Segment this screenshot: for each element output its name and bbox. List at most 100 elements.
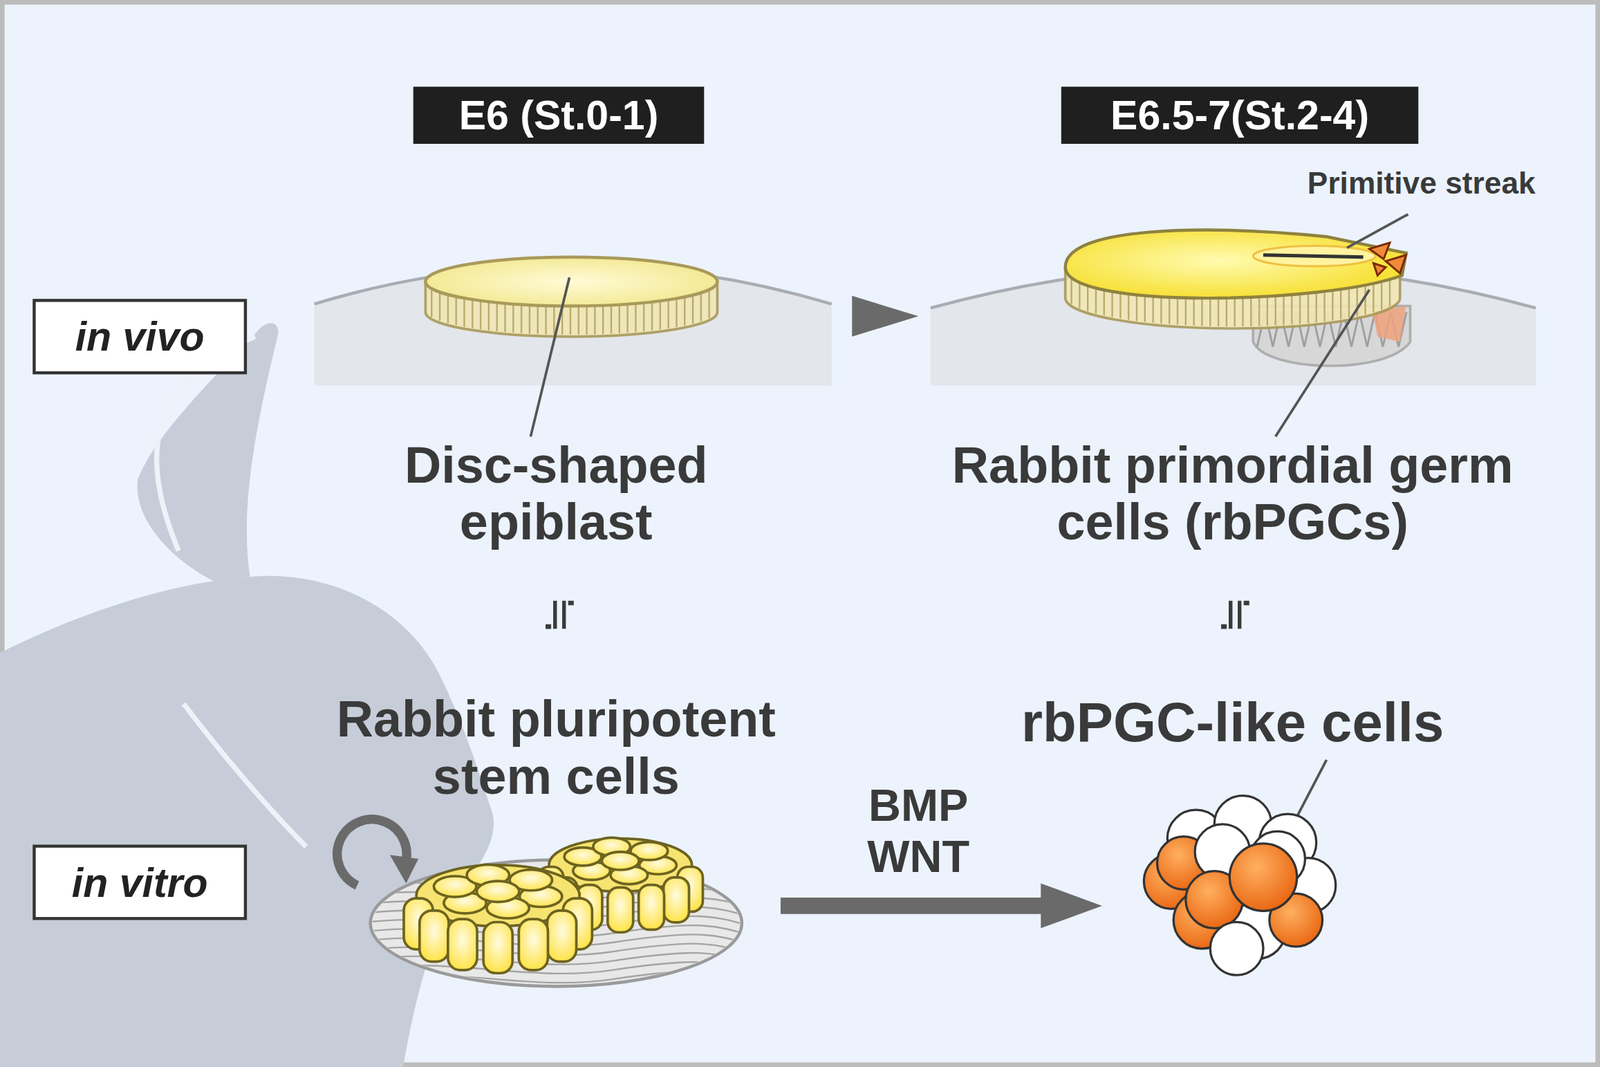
- stem-cell-colony: [601, 851, 639, 870]
- epiblast-disc: [569, 306, 572, 335]
- stem-cell-colony: [638, 885, 665, 930]
- stem-cell-colony: [663, 877, 690, 923]
- epiblast-disc: [1234, 298, 1236, 327]
- epiblast-disc: [454, 296, 457, 325]
- node-text: in vitro: [71, 859, 209, 906]
- leader-lines: [530, 277, 570, 437]
- epiblast-disc: [643, 302, 645, 332]
- cell-type-label: rbPGC-like cells: [947, 691, 1519, 753]
- self-renewal-arrow: [337, 819, 407, 886]
- epiblast-disc: [1275, 296, 1277, 325]
- epiblast-disc: [1151, 293, 1154, 323]
- epiblast-disc: [1241, 298, 1244, 327]
- epiblast-disc: [425, 257, 718, 337]
- epiblast-disc: [593, 305, 596, 334]
- stem-cell-colony: [546, 910, 576, 962]
- feeder-layer: [367, 980, 756, 993]
- epiblast-disc: [1282, 296, 1285, 325]
- feeder-layer: [367, 961, 756, 975]
- epiblast-disc: [1331, 291, 1334, 321]
- epiblast-disc: [496, 302, 498, 332]
- epiblast-disc: [1380, 281, 1383, 310]
- epiblast-disc: [447, 294, 449, 323]
- stem-cell-colony: [476, 880, 519, 902]
- epiblast-disc: [651, 302, 653, 331]
- signal-label: BMP WNT: [851, 779, 985, 883]
- feeder-layer: [367, 860, 756, 993]
- epiblast-disc: [700, 292, 702, 321]
- epiblast-disc: [1389, 277, 1391, 307]
- node-text: E6 (St.0-1): [459, 91, 659, 138]
- context-box: in vivo: [32, 298, 247, 375]
- epiblast-disc: [520, 304, 523, 333]
- epiblast-disc: [675, 298, 677, 328]
- epiblast-disc: [1201, 297, 1203, 326]
- epiblast-disc: [425, 257, 718, 307]
- epiblast-disc: [1217, 298, 1220, 327]
- epiblast-disc: [553, 305, 555, 334]
- self-renewal-arrow: [337, 819, 419, 886]
- leader-lines: [1346, 214, 1409, 249]
- epiblast-disc: [602, 305, 604, 334]
- somatic-cell: [1210, 921, 1264, 975]
- stage-header: E6 (St.0-1): [413, 86, 705, 144]
- epiblast-disc: [708, 289, 710, 319]
- culture-dish: [367, 860, 756, 993]
- epiblast-disc: [1176, 295, 1179, 325]
- context-box: in vitro: [32, 844, 247, 920]
- epiblast-disc: [512, 304, 514, 333]
- epiblast-disc: [610, 304, 612, 334]
- epiblast-disc: [659, 300, 662, 330]
- structure-label: Primitive streak: [1278, 165, 1565, 201]
- epiblast-disc: [1065, 230, 1407, 299]
- pgc-cell: [1385, 255, 1407, 274]
- cell-type-label: Rabbit pluripotent stem cells: [295, 690, 817, 805]
- structure-label: Rabbit primordial germ cells (rbPGCs): [941, 436, 1524, 551]
- epiblast-disc: [1290, 295, 1293, 325]
- epiblast-disc: [1307, 294, 1309, 323]
- epiblast-disc: [1315, 293, 1318, 323]
- stem-cell-colony: [518, 918, 548, 971]
- equivalence-symbol: ≒: [1211, 584, 1262, 646]
- stem-cell-colony: [483, 921, 513, 973]
- pgc-like-cell: [1229, 843, 1297, 911]
- epiblast-disc: [1185, 296, 1187, 325]
- epiblast-disc: [463, 298, 465, 327]
- epiblast-disc: [1323, 292, 1325, 321]
- primitive-streak: [1263, 255, 1364, 258]
- epiblast-disc: [1209, 297, 1211, 326]
- epiblast-disc: [1250, 297, 1252, 326]
- stem-cell-colony: [607, 887, 634, 933]
- pgc-cell: [1369, 242, 1390, 260]
- equivalence-symbol: ≒: [535, 584, 587, 646]
- induction-arrow: [780, 882, 1103, 928]
- epiblast-disc: [1136, 292, 1138, 321]
- induction-arrow: [780, 882, 1103, 928]
- epiblast-disc: [537, 305, 539, 334]
- structure-label: Disc-shaped epiblast: [362, 436, 751, 551]
- epiblast-disc: [528, 304, 531, 334]
- epiblast-disc: [1252, 245, 1376, 267]
- epiblast-disc: [1340, 290, 1342, 319]
- epiblast-disc: [618, 304, 621, 334]
- epiblast-disc: [471, 299, 473, 328]
- stage-header: E6.5-7(St.2-4): [1061, 86, 1419, 144]
- self-renewal-arrow: [389, 854, 419, 883]
- epiblast-disc: [683, 296, 686, 325]
- epiblast-disc: [479, 300, 482, 330]
- epiblast-disc: [504, 303, 506, 332]
- epiblast-disc: [1192, 297, 1195, 326]
- epiblast-disc: [1372, 283, 1374, 312]
- node-text: E6.5-7(St.2-4): [1110, 91, 1370, 138]
- epiblast-disc: [1266, 297, 1269, 326]
- epiblast-disc: [667, 300, 669, 329]
- pgc-cell: [1373, 263, 1386, 276]
- epiblast-disc: [488, 301, 490, 330]
- epiblast-disc: [1364, 285, 1366, 314]
- epiblast-disc: [626, 304, 628, 333]
- feeder-layer: [367, 970, 756, 984]
- epiblast-disc: [430, 288, 433, 317]
